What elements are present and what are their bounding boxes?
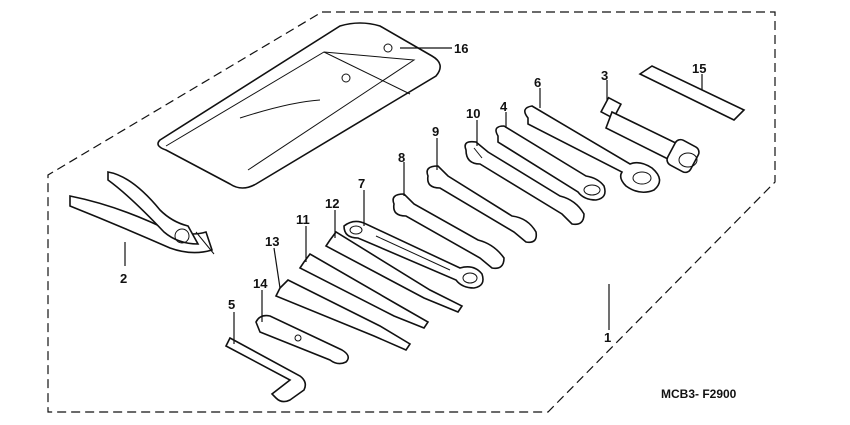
- callout-7: 7: [358, 176, 365, 191]
- open-end-spanner-9: [426, 165, 538, 244]
- callout-15: 15: [692, 61, 706, 76]
- callout-14: 14: [253, 276, 268, 291]
- spark-plug-wrench: [599, 96, 700, 174]
- callout-13: 13: [265, 234, 279, 249]
- box-spanner: [524, 105, 661, 194]
- callout-10: 10: [466, 106, 480, 121]
- open-end-spanner-10: [464, 140, 585, 226]
- callout-labels: 1 2 3 4 5 6 7 8 9 10 11 12 13 14 15 16: [120, 41, 706, 345]
- flat-bar: [638, 65, 746, 121]
- callout-5: 5: [228, 297, 235, 312]
- callout-16: 16: [454, 41, 468, 56]
- callout-12: 12: [325, 196, 339, 211]
- callout-3: 3: [601, 68, 608, 83]
- leader-lines: [124, 47, 703, 344]
- callout-8: 8: [398, 150, 405, 165]
- assembly-boundary: [47, 11, 776, 413]
- open-end-spanner-4: [495, 125, 606, 201]
- callout-2: 2: [120, 271, 127, 286]
- drawing-code: MCB3- F2900: [661, 387, 737, 401]
- ratchet-wrench: [343, 220, 484, 289]
- callout-9: 9: [432, 124, 439, 139]
- flat-plate: [255, 314, 350, 365]
- callout-4: 4: [500, 99, 508, 114]
- tool-bag: [157, 22, 441, 189]
- pliers: [69, 171, 215, 255]
- screwdriver-11: [298, 252, 430, 329]
- open-end-spanner-8: [392, 193, 505, 270]
- callout-6: 6: [534, 75, 541, 90]
- screwdriver-13: [274, 279, 412, 352]
- hex-key: [224, 336, 307, 403]
- callout-11: 11: [296, 212, 310, 227]
- screwdriver-12: [324, 230, 464, 313]
- callout-1: 1: [604, 330, 611, 345]
